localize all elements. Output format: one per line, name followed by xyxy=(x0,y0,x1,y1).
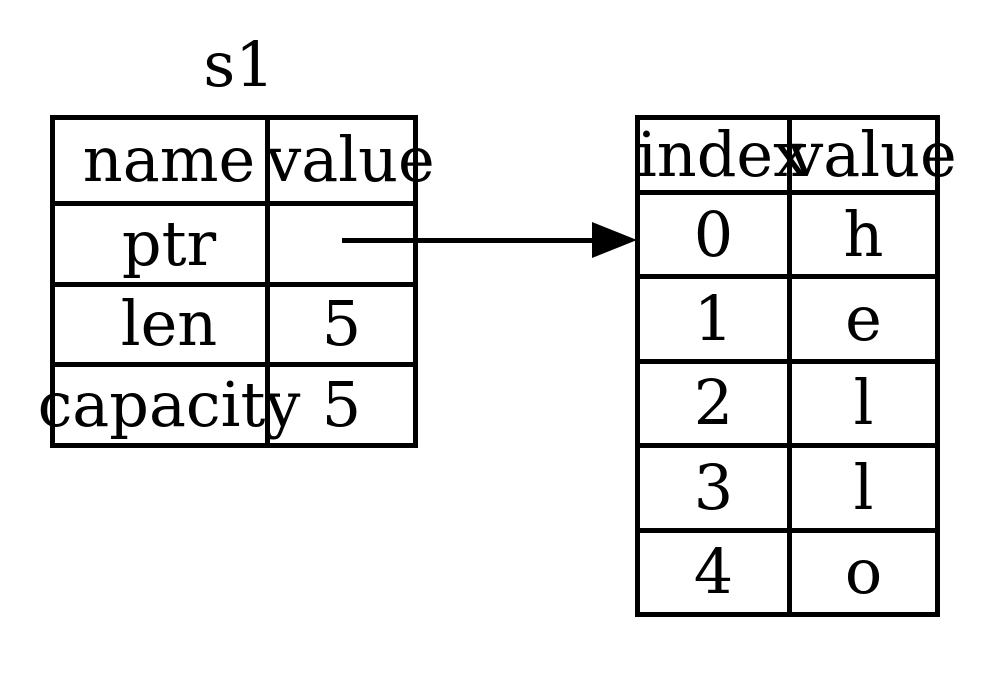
heap-row-3-value: l xyxy=(787,443,935,528)
pointer-arrow-head-icon xyxy=(592,222,637,258)
heap-header-index: index xyxy=(636,118,809,191)
stack-row-ptr-value xyxy=(265,200,413,282)
stack-row-capacity-name: capacity xyxy=(38,362,300,443)
heap-row-3-index: 3 xyxy=(640,443,787,527)
heap-row-4-index: 4 xyxy=(640,527,787,612)
heap-row-1-value: e xyxy=(787,274,935,359)
pointer-arrow-line xyxy=(342,238,594,243)
heap-row-2-index: 2 xyxy=(640,358,787,443)
stack-row-ptr-name: ptr xyxy=(55,200,265,282)
heap-table: index value 0 h 1 e 2 l 3 l 4 o xyxy=(635,115,957,617)
stack-row-capacity-value: 5 xyxy=(265,362,413,443)
heap-row-0-index: 0 xyxy=(640,190,787,274)
heap-row-1-index: 1 xyxy=(640,274,787,358)
stack-table: name value ptr len 5 capacity 5 xyxy=(38,115,435,448)
heap-header-value: value xyxy=(787,118,957,191)
stack-row-len-name: len xyxy=(55,281,265,363)
stack-row-len-value: 5 xyxy=(265,281,413,363)
stack-table-title: s1 xyxy=(203,28,275,101)
heap-row-4-value: o xyxy=(787,527,935,612)
stack-header-value: value xyxy=(265,120,435,201)
heap-row-2-value: l xyxy=(787,358,935,444)
stack-header-name: name xyxy=(82,123,256,197)
heap-row-0-value: h xyxy=(787,190,935,275)
